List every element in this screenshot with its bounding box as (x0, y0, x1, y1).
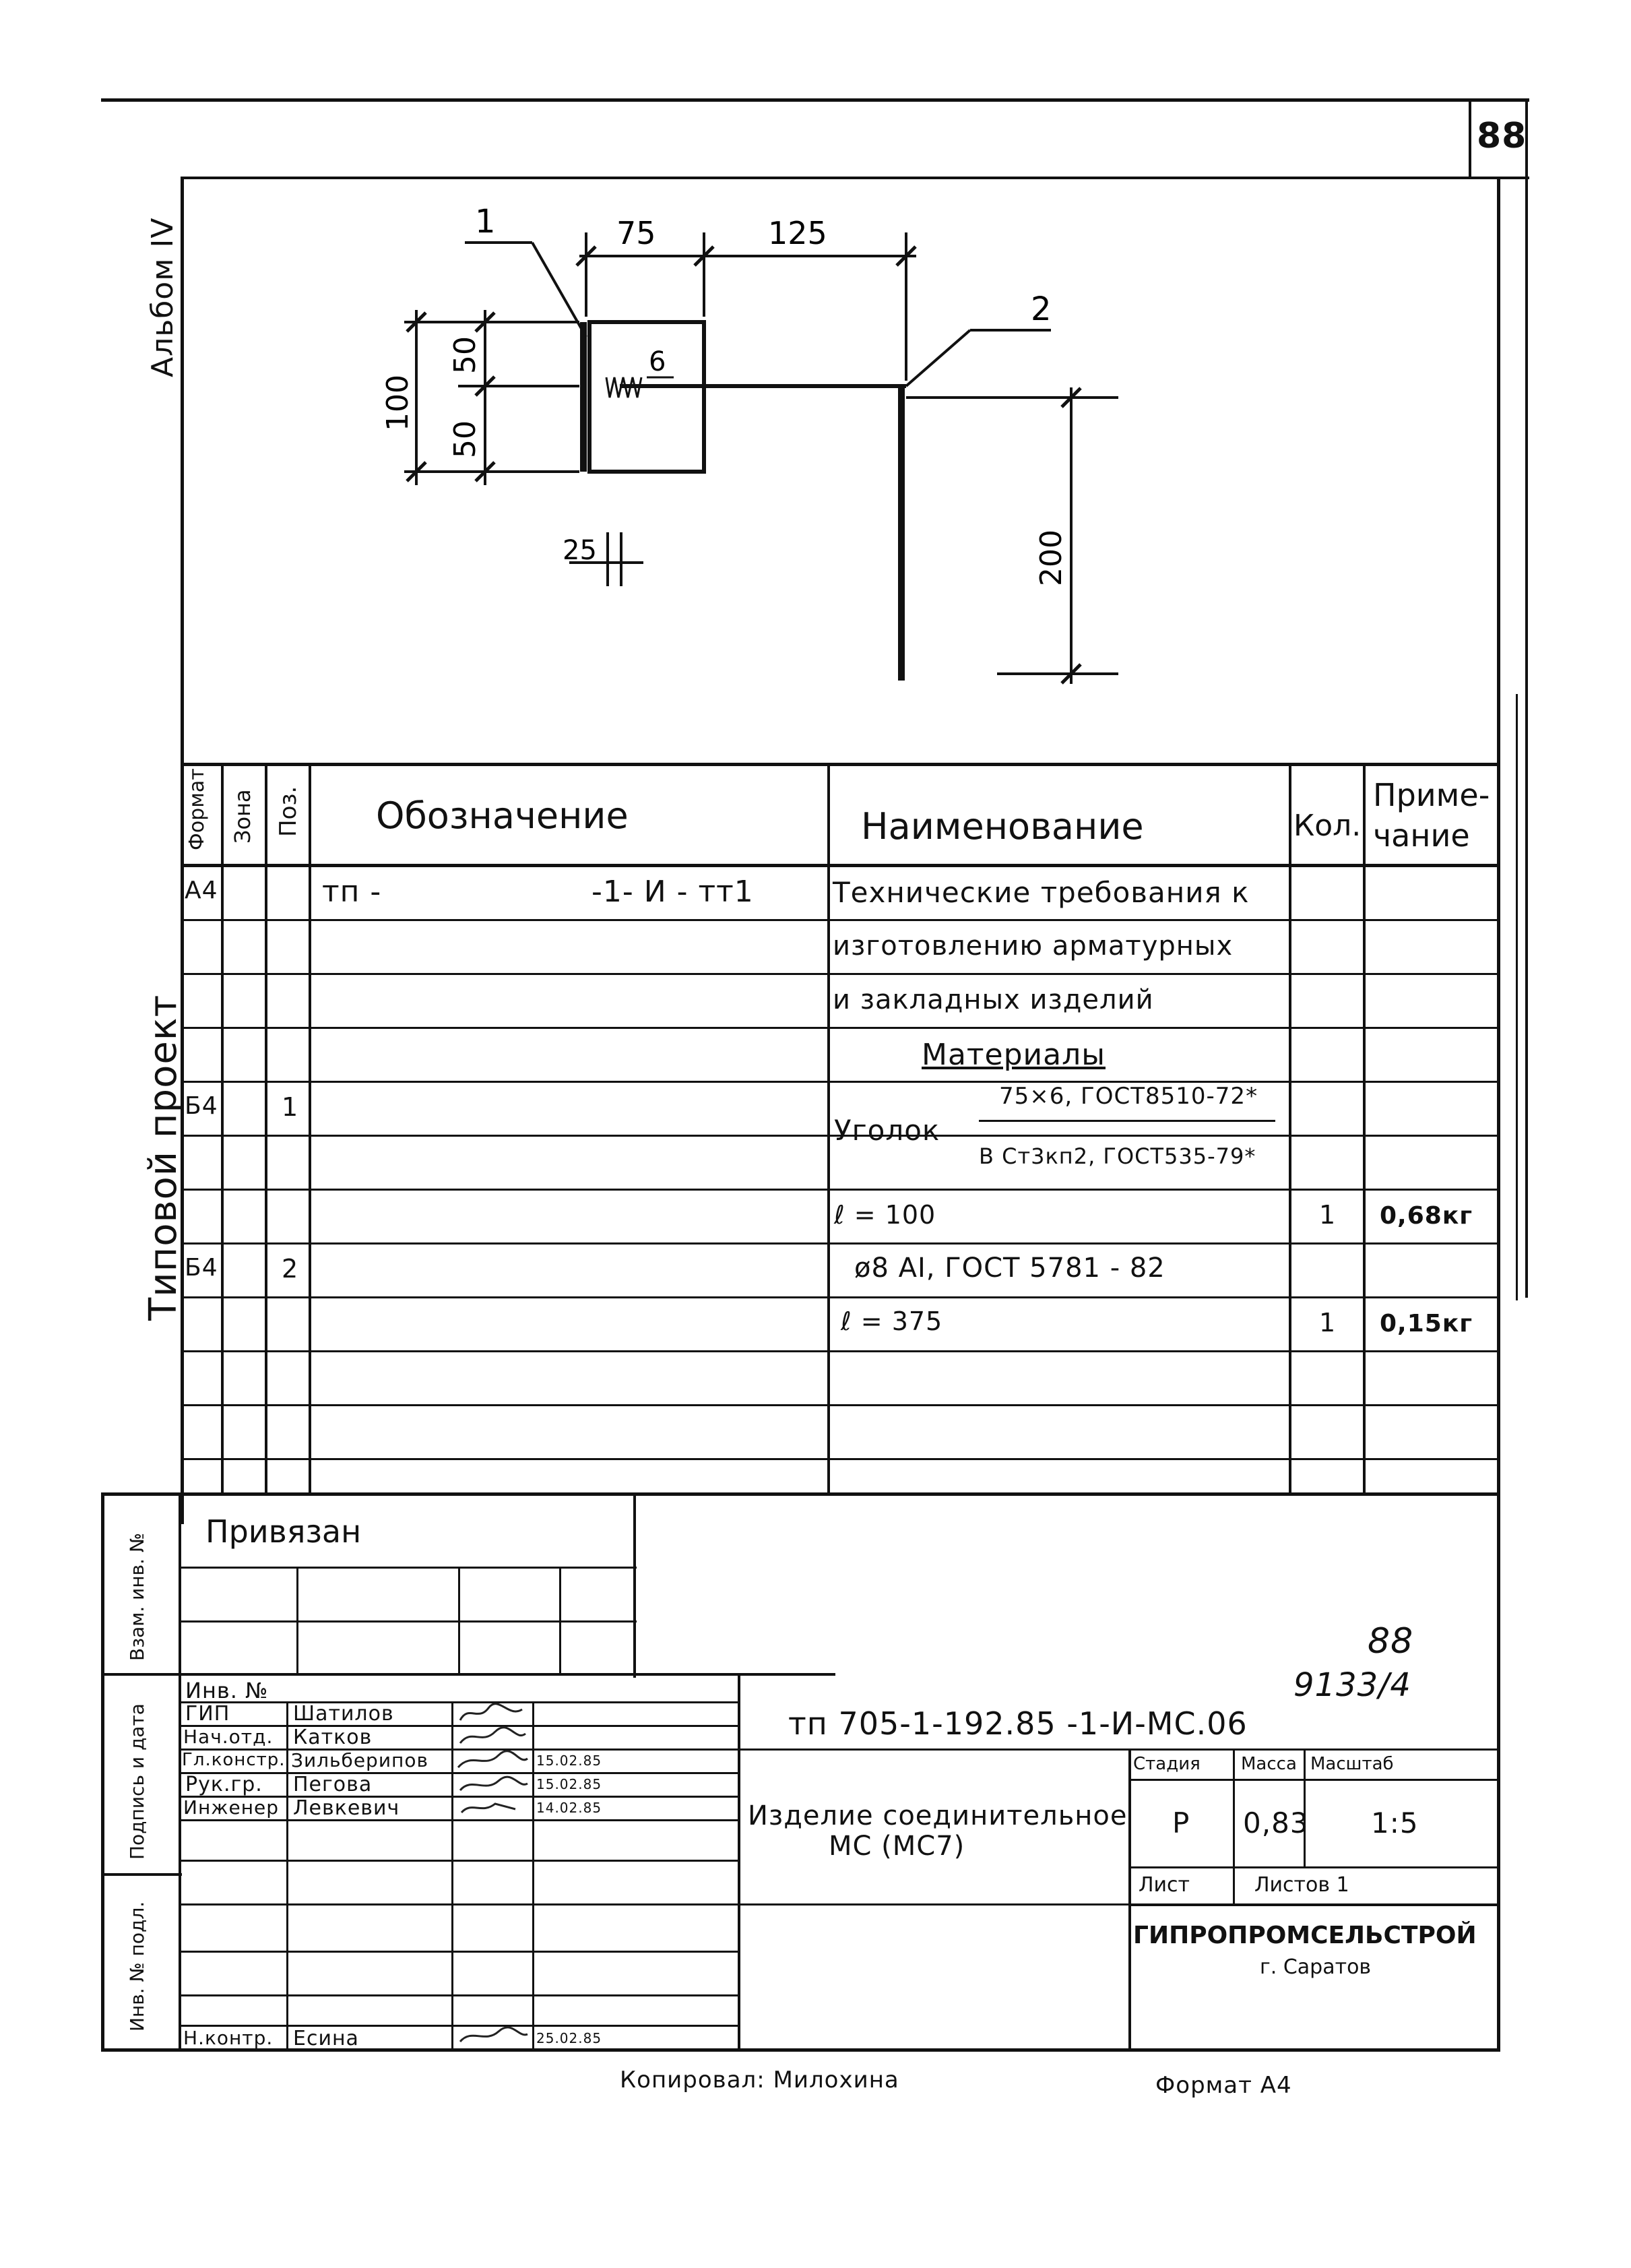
row1-name: изготовлению арматурных (833, 931, 1234, 962)
sheet-number: 88 (1477, 116, 1527, 156)
side-label-podpis: Подпись и дата (126, 1703, 148, 1860)
mass-value: 0,83 (1243, 1806, 1309, 1839)
person2-name: Зильберипов (291, 1749, 428, 1771)
ugolok-top: 75×6, ГОСТ8510-72* (999, 1083, 1258, 1110)
signatures (457, 1703, 528, 2043)
row0-designation-left: тп - (322, 875, 382, 909)
pos1-label: 1 (475, 203, 496, 241)
row0-format: А4 (185, 877, 218, 904)
person3-role: Рук.гр. (185, 1773, 263, 1796)
header-note-2: чание (1373, 817, 1470, 854)
person4-date: 14.02.85 (536, 1800, 602, 1816)
dim-50-top-label: 50 (448, 336, 482, 374)
nkontr-role: Н.контр. (183, 2027, 274, 2049)
row6-qty: 1 (1319, 1200, 1337, 1230)
title-block: Взам. инв. № Подпись и дата Инв. № подл.… (101, 1492, 1500, 2052)
frame-top-line (181, 177, 1498, 179)
dim-50-bottom-label: 50 (448, 420, 482, 458)
row8-note: 0,15кг (1380, 1310, 1473, 1337)
row8-name: ℓ = 375 (841, 1306, 943, 1336)
nkontr-date: 25.02.85 (536, 2030, 602, 2046)
right-border-line (1525, 98, 1528, 1298)
inv-no-label: Инв. № (185, 1678, 269, 1703)
sheet-format: Формат А4 (1155, 2072, 1292, 2099)
scale-value: 1:5 (1371, 1806, 1419, 1839)
header-name: Наименование (861, 805, 1144, 848)
row0-name: Технические требования к (833, 876, 1250, 909)
person4-name: Левкевич (293, 1796, 400, 1820)
person1-role: Нач.отд. (183, 1726, 274, 1748)
row0-designation-right: -1- И - тт1 (591, 875, 754, 909)
person1-name: Катков (293, 1726, 373, 1749)
row8-qty: 1 (1319, 1308, 1337, 1337)
ugolok-bottom: В Ст3кп2, ГОСТ535-79* (979, 1143, 1256, 1169)
copied-by: Копировал: Милохина (620, 2067, 899, 2093)
header-designation: Обозначение (376, 794, 629, 837)
header-qty: Кол. (1293, 809, 1362, 843)
scale-label: Масштаб (1310, 1754, 1394, 1774)
row7-name: ø8 AI, ГОСТ 5781 - 82 (854, 1253, 1165, 1284)
ugolok-label: Уголок (834, 1114, 940, 1147)
technical-drawing: 1 2 75 125 6 25 100 50 50 200 (381, 203, 1118, 685)
org-city: г. Саратов (1260, 1955, 1372, 1979)
dim-6-label: 6 (649, 346, 666, 377)
frame-left-line (181, 177, 184, 1524)
row6-name: ℓ = 100 (834, 1200, 936, 1230)
person2-date: 15.02.85 (536, 1753, 602, 1769)
row7-pos: 2 (282, 1254, 299, 1284)
person0-name: Шатилов (293, 1702, 394, 1726)
stage-value: Р (1172, 1806, 1190, 1839)
row3-name: Материалы (922, 1038, 1106, 1072)
dim-75-label: 75 (616, 215, 656, 251)
person3-date: 15.02.85 (536, 1776, 602, 1792)
handwritten-number: 9133/4 (1293, 1666, 1411, 1704)
side-label-vzam: Взам. инв. № (126, 1532, 148, 1661)
header-pos: Поз. (275, 786, 302, 837)
dim-100-label: 100 (381, 375, 415, 431)
header-note-1: Приме- (1373, 777, 1490, 813)
dim-25-label: 25 (563, 535, 597, 566)
pos2-label: 2 (1031, 290, 1052, 328)
row6-note: 0,68кг (1380, 1202, 1473, 1230)
doc-code: тп 705-1-192.85 -1-И-МС.06 (788, 1705, 1248, 1742)
header-format: Формат (185, 768, 209, 850)
sheets-label: Листов 1 (1254, 1873, 1349, 1897)
person0-role: ГИП (185, 1702, 230, 1726)
title-line1: Изделие соединительное (748, 1800, 1128, 1831)
row4-format: Б4 (185, 1092, 218, 1120)
ugolok-fraction-line (979, 1120, 1275, 1122)
inner-right-border (1497, 177, 1500, 2050)
right-edge-line (1516, 694, 1518, 1300)
handwritten-88: 88 (1368, 1621, 1414, 1662)
person4-role: Инженер (183, 1796, 280, 1819)
spec-table: Формат Зона Поз. Обозначение Наименовани… (181, 763, 1500, 1494)
row7-format: Б4 (185, 1254, 218, 1282)
stage-label: Стадия (1133, 1754, 1201, 1774)
privyazan-label: Привязан (205, 1513, 362, 1550)
dim-125-label: 125 (768, 215, 827, 251)
title-line2: МС (МС7) (829, 1831, 965, 1862)
person3-name: Пегова (293, 1773, 373, 1796)
mass-label: Масса (1241, 1754, 1297, 1774)
side-label-inv: Инв. № подл. (126, 1901, 148, 2031)
dim-200-label: 200 (1034, 530, 1068, 586)
row2-name: и закладных изделий (833, 984, 1154, 1015)
person2-role: Гл.констр. (182, 1750, 286, 1770)
header-zone: Зона (230, 789, 255, 844)
org-name: ГИПРОПРОМСЕЛЬСТРОЙ (1133, 1922, 1477, 1949)
row4-pos: 1 (282, 1092, 299, 1122)
project-type-label: Типовой проект (141, 994, 185, 1321)
top-border-line (101, 98, 1529, 102)
sheet-number-box-left (1469, 98, 1471, 178)
nkontr-name: Есина (293, 2027, 359, 2050)
sheet-label: Лист (1139, 1873, 1190, 1897)
